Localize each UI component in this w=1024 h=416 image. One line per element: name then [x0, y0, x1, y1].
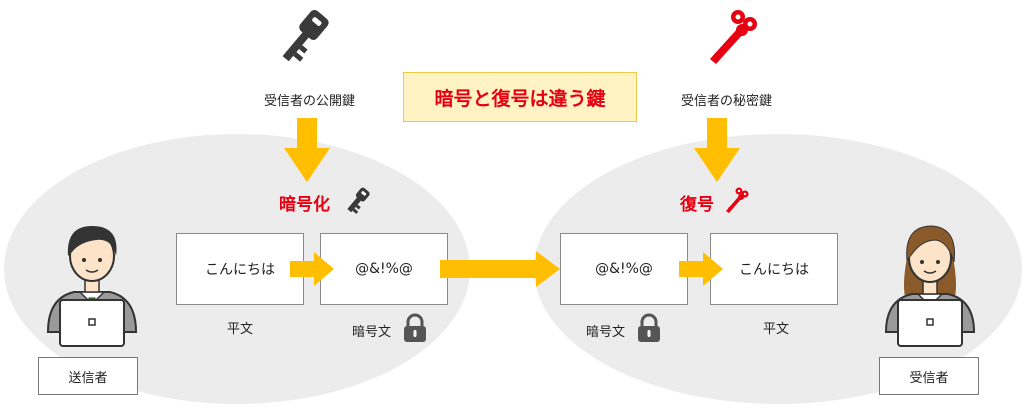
decrypt-key-icon	[726, 187, 749, 213]
lock-icon	[404, 313, 426, 342]
receiver-ciphertext-box: @&!%@	[560, 233, 688, 305]
encrypt-label: 暗号化	[279, 195, 330, 215]
down-arrow-encrypt	[284, 118, 330, 182]
public-key-icon	[282, 9, 329, 62]
right-arrow-encrypt	[290, 252, 334, 286]
receiver-ciphertext-caption: 暗号文	[586, 325, 626, 340]
right-arrow-transmit	[440, 251, 560, 287]
sender-plaintext-box: こんにちは	[176, 233, 304, 305]
lock-icon	[638, 313, 660, 342]
encrypt-key-icon	[347, 187, 370, 214]
down-arrow-decrypt	[694, 118, 740, 182]
sender-person-icon	[46, 226, 138, 347]
banner: 暗号と復号は違う鍵	[403, 72, 637, 122]
private-key-icon	[710, 10, 757, 64]
private-key-label: 受信者の秘密鍵	[681, 94, 773, 109]
sender-label-box: 送信者	[38, 357, 138, 395]
receiver-plaintext-box: こんにちは	[710, 233, 838, 305]
receiver-person-icon	[884, 225, 976, 347]
sender-ciphertext-caption: 暗号文	[352, 325, 392, 340]
sender-plaintext-caption: 平文	[227, 322, 254, 337]
public-key-label: 受信者の公開鍵	[264, 94, 356, 109]
right-arrow-decrypt	[679, 252, 723, 286]
receiver-label-box: 受信者	[879, 357, 979, 395]
decrypt-label: 復号	[680, 195, 714, 215]
receiver-plaintext-caption: 平文	[763, 322, 790, 337]
sender-ciphertext-box: @&!%@	[320, 233, 448, 305]
